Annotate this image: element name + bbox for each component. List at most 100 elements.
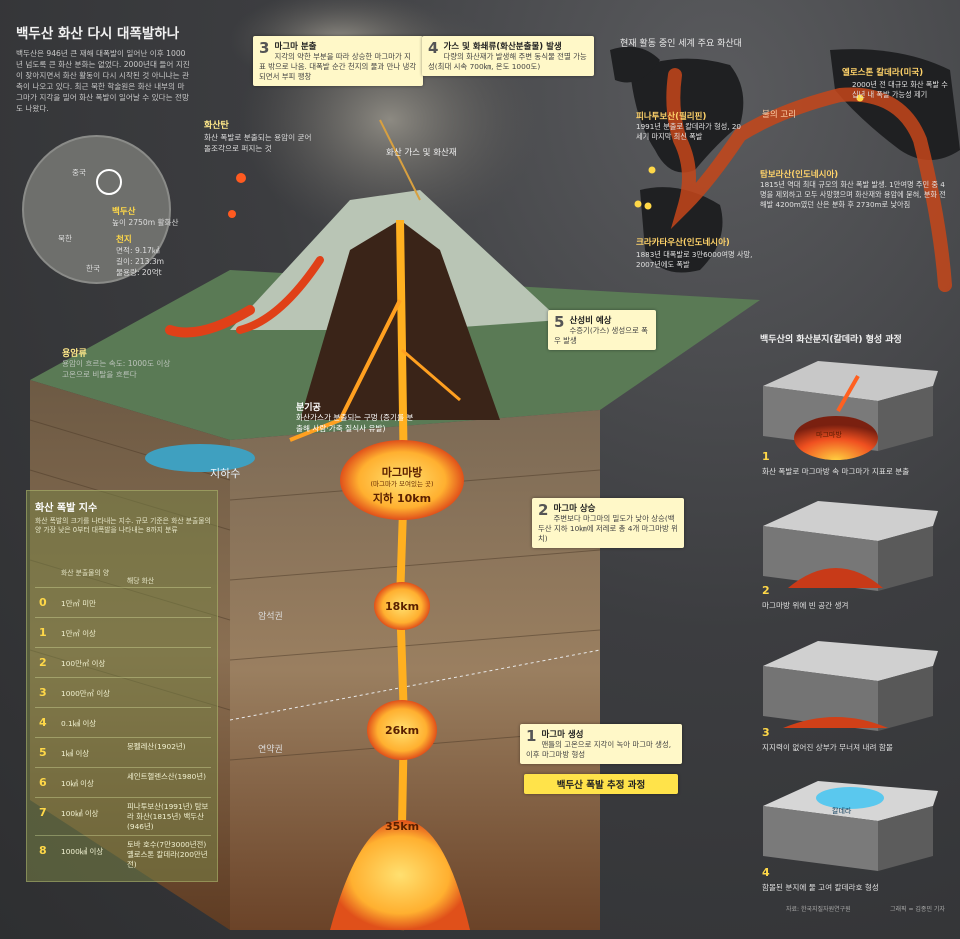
tambora-title: 탐보라산(인도네시아) <box>760 170 839 180</box>
index-row: 5 1㎦ 이상 몽펠레산(1902년) <box>35 737 211 768</box>
krakatoa-marker <box>634 200 642 208</box>
callout-title: 마그마 생성 <box>541 730 584 740</box>
intro-text: 백두산은 946년 큰 재해 대폭발이 일어난 이후 1000년 넘도록 큰 화… <box>16 49 190 113</box>
lake-stat-volume: 물용량: 20억t <box>116 268 162 277</box>
groundwater-label: 지하수 <box>210 467 241 480</box>
ring-of-fire-label: 불의 고리 <box>762 110 796 120</box>
row-num: 4 <box>39 716 47 729</box>
index-head-amount: 화산 분출물의 양 <box>61 569 110 577</box>
map-label-south-korea: 한국 <box>86 264 100 273</box>
row-value: 1만㎥ 미만 <box>61 599 96 608</box>
callout-num: 5 <box>554 313 565 331</box>
bomb-title: 화산탄 <box>204 121 229 131</box>
callout-num: 4 <box>428 39 439 57</box>
lava-desc: 용암이 흐르는 속도: 1000도 이상 고온으로 비탈을 흐른다 <box>62 359 171 379</box>
caldera-steps-graphic <box>763 361 938 871</box>
yellowstone-title: 옐로스톤 칼데라(미국) <box>842 68 924 78</box>
callout-2-magma-rise: 2 마그마 상승 주변보다 마그마의 밀도가 낮아 상승(백두산 지하 10㎞에… <box>532 498 684 548</box>
chamber-depth: 지하 10km <box>372 492 432 505</box>
callout-num: 1 <box>526 727 537 745</box>
index-title: 화산 폭발 지수 <box>35 503 98 514</box>
caldera-step-2-text: 마그마방 위에 빈 공간 생겨 <box>762 601 849 610</box>
callout-3-magma-eruption: 3 마그마 분출 지각의 약한 부분을 따라 상승한 마그마가 지표 밖으로 나… <box>253 36 423 86</box>
callout-text: 수증기(가스) 생성으로 폭우 발생 <box>554 326 648 345</box>
index-row: 7 100㎦ 이상 피나투보산(1991년) 탐보라 화산(1815년) 백두산(9… <box>35 797 211 834</box>
index-row: 4 0.1㎦ 이상 <box>35 707 211 738</box>
lava-title: 용암류 <box>62 349 87 359</box>
row-value: 1000㎦ 이상 <box>61 847 104 856</box>
row-num: 6 <box>39 776 47 789</box>
callout-text: 주변보다 마그마의 밀도가 낮아 상승(백두산 지하 10㎞에 저레로 총 4개… <box>538 514 678 543</box>
yellowstone-desc: 2000년 전 대규모 화산 폭발 수십년 내 폭발 가능성 제기 <box>852 80 948 99</box>
pinatubo-desc: 1991년 분출로 칼데라가 형성, 20세기 마지막 최신 폭발 <box>636 122 741 141</box>
row-value: 100㎦ 이상 <box>61 809 99 818</box>
tambora-desc: 1815년 역대 최대 규모의 화산 폭발 발생. 1만여명 주민 중 4명을 … <box>760 180 946 209</box>
lake-stat-area: 면적: 9.17㎢ <box>116 246 160 255</box>
peak-title: 백두산 <box>112 207 136 217</box>
row-example: 토바 호수(7만3000년전) 옐로스톤 칼데라(200만년 전) <box>127 840 208 869</box>
callout-4-gas: 4 가스 및 화쇄류(화산분출물) 발생 다량의 화산재가 발생해 주변 동식물… <box>422 36 594 76</box>
callout-num: 2 <box>538 501 549 519</box>
caldera-step-2-num: 2 <box>762 584 770 597</box>
page-title: 백두산 화산 다시 대폭발하나 <box>16 26 180 42</box>
callout-text: 맨틀의 고온으로 지각이 녹아 마그마 생성, 이후 마그마방 형성 <box>526 740 672 759</box>
lake-title: 천지 <box>116 235 132 245</box>
row-example: 몽펠레산(1902년) <box>127 742 186 751</box>
caldera-title: 백두산의 화산분지(칼데라) 형성 과정 <box>760 335 902 345</box>
row-num: 3 <box>39 686 47 699</box>
chamber-sub: (마그마가 모여있는 곳) <box>370 480 434 488</box>
chamber-title: 마그마방 <box>381 466 423 479</box>
caldera-step-4 <box>763 781 938 871</box>
credit-graphic: 그래픽 = 김종민 기자 <box>890 906 945 913</box>
inset-map: 중국 북한 한국 <box>22 135 171 284</box>
lake-stat-length: 길이: 213.3m <box>116 257 165 266</box>
krakatoa-desc: 1883년 대폭발로 3만6000여명 사망, 2007년에도 폭발 <box>636 250 753 269</box>
caldera-step-4-num: 4 <box>762 866 770 879</box>
index-desc: 화산 폭발의 크기를 나타내는 지수. 규모 기준은 화산 분출물의 양 가장 … <box>35 517 211 534</box>
pinatubo-marker <box>648 166 656 174</box>
world-title: 현재 활동 중인 세계 주요 화산대 <box>620 39 742 49</box>
index-row: 8 1000㎦ 이상 토바 호수(7만3000년전) 옐로스톤 칼데라(200만년 … <box>35 835 211 874</box>
bomb-desc: 화산 폭발로 분출되는 용암이 굳어 돌조각으로 퍼지는 것 <box>204 133 312 153</box>
row-num: 0 <box>39 596 47 609</box>
caldera-chamber-label: 마그마방 <box>816 431 842 439</box>
callout-5-acid-rain: 5 산성비 예상 수증기(가스) 생성으로 폭우 발생 <box>548 310 656 350</box>
caldera-lake-label: 칼데라 <box>832 807 852 815</box>
pinatubo-title: 피나투보산(필리핀) <box>636 112 707 122</box>
row-example: 피나투보산(1991년) 탐보라 화산(1815년) 백두산(946년) <box>127 802 209 831</box>
caldera-step-3-text: 지지력이 없어진 상부가 무너져 내려 함몰 <box>762 743 893 752</box>
caldera-step-1 <box>763 361 938 460</box>
index-row: 0 1만㎥ 미만 <box>35 587 211 618</box>
lithosphere-label: 암석권 <box>258 612 283 622</box>
estimate-banner: 백두산 폭발 추정 과정 <box>524 774 678 794</box>
callout-title: 가스 및 화쇄류(화산분출물) 발생 <box>443 42 562 52</box>
depth-26: 26km <box>384 724 420 737</box>
caldera-step-4-text: 함몰된 분지에 물 고여 칼데라호 형성 <box>762 883 879 892</box>
row-value: 1㎦ 이상 <box>61 749 90 758</box>
row-num: 8 <box>39 844 47 857</box>
yellowstone-marker <box>856 94 864 102</box>
callout-text: 다량의 화산재가 발생해 주변 동식물 전멸 가능성(최대 시속 700㎞, 온… <box>428 52 587 71</box>
depth-18: 18km <box>384 600 420 613</box>
row-value: 100만㎥ 이상 <box>61 659 106 668</box>
callout-title: 산성비 예상 <box>569 316 612 326</box>
row-num: 1 <box>39 626 47 639</box>
callout-title: 마그마 상승 <box>553 504 596 514</box>
peak-marker-icon <box>96 169 122 195</box>
map-label-china: 중국 <box>72 168 86 177</box>
asthenosphere-label: 연약권 <box>258 745 283 755</box>
callout-num: 3 <box>259 39 270 57</box>
caldera-step-3-num: 3 <box>762 726 770 739</box>
callout-1-magma-generation: 1 마그마 생성 맨틀의 고온으로 지각이 녹아 마그마 생성, 이후 마그마방… <box>520 724 682 764</box>
callout-title: 마그마 분출 <box>274 42 317 52</box>
row-value: 1만㎥ 이상 <box>61 629 96 638</box>
row-value: 0.1㎦ 이상 <box>61 719 97 728</box>
krakatoa-title: 크라카타우산(인도네시아) <box>636 238 730 248</box>
row-num: 5 <box>39 746 47 759</box>
index-head-volcano: 해당 화산 <box>127 577 155 585</box>
row-num: 7 <box>39 806 47 819</box>
fumarole-desc: 화산가스가 분출되는 구멍 (증기를 분출해 사람·가축 질식사 유발) <box>296 413 414 433</box>
